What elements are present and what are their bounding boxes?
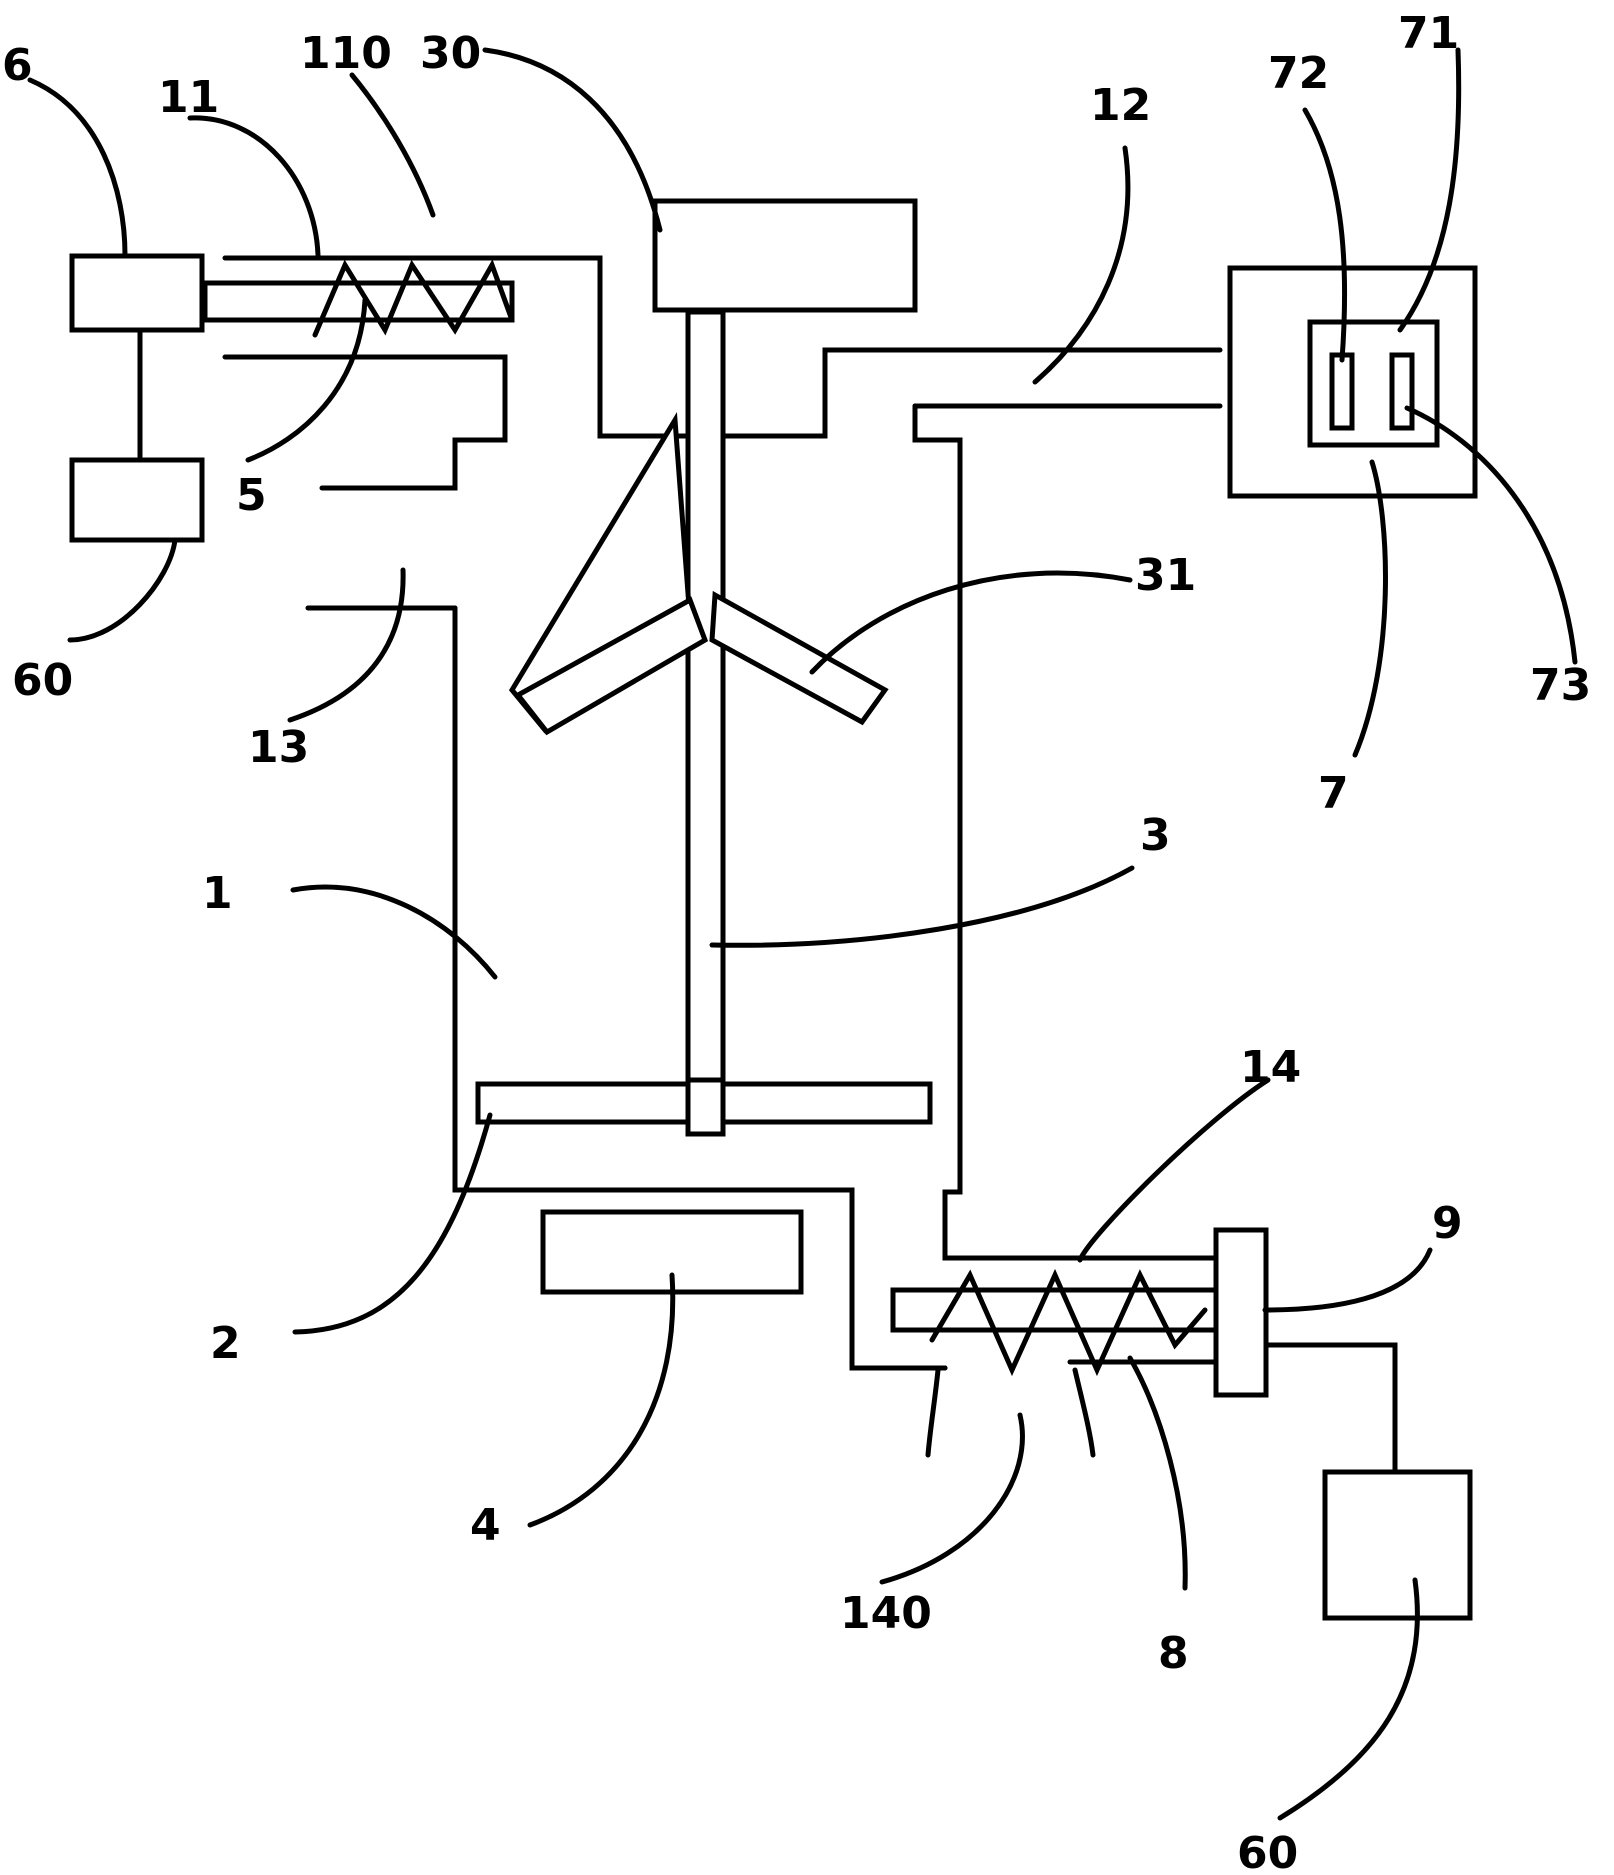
leader-11	[187, 115, 321, 258]
left-screw-conveyor	[202, 255, 515, 338]
element-72	[1329, 352, 1355, 431]
stirring-shaft	[685, 309, 726, 1137]
label-9: 9	[1432, 1198, 1463, 1249]
leader-3	[709, 865, 1135, 948]
label-7: 7	[1318, 768, 1349, 819]
right-stirring-blade	[709, 590, 889, 726]
leader-4	[527, 1272, 676, 1528]
left-control-box	[69, 457, 205, 543]
label-60a: 60	[12, 655, 73, 706]
leader-71	[1397, 47, 1462, 333]
leader-30	[482, 47, 663, 233]
label-11: 11	[158, 72, 219, 123]
leader-60b	[1277, 1577, 1420, 1821]
label-60b: 60	[1237, 1828, 1298, 1875]
leader-72	[1302, 107, 1348, 363]
label-30: 30	[420, 28, 481, 79]
right-motor-box	[1213, 1227, 1269, 1398]
outlet-mark-right	[1072, 1367, 1096, 1458]
labels: 6 11 110 30 12 72 71 5 60 13 31 73 7 1 3…	[2, 8, 1591, 1875]
label-1: 1	[202, 868, 233, 919]
leader-73	[1404, 405, 1578, 665]
leader-6	[27, 77, 128, 258]
left-blade-fill	[514, 596, 709, 736]
label-13: 13	[248, 722, 309, 773]
label-8: 8	[1158, 1628, 1189, 1679]
shaft-hub	[685, 1077, 726, 1137]
label-14: 14	[1240, 1042, 1301, 1093]
leader-1	[290, 884, 498, 980]
label-2: 2	[210, 1318, 241, 1369]
leader-60a	[67, 537, 178, 643]
leader-31	[809, 570, 1133, 675]
label-12: 12	[1090, 80, 1151, 131]
label-73: 73	[1530, 660, 1591, 711]
leader-140	[879, 1412, 1025, 1585]
leader-12	[1032, 145, 1131, 385]
leader-lines	[27, 47, 1578, 1821]
outlet-mark-left	[925, 1367, 941, 1458]
leader-110	[349, 72, 436, 218]
label-140: 140	[840, 1588, 932, 1639]
element-73	[1389, 352, 1415, 431]
leader-9	[1262, 1247, 1433, 1313]
label-72: 72	[1268, 48, 1329, 99]
inner-box-71	[1307, 319, 1440, 448]
label-6: 6	[2, 40, 33, 91]
left-motor-box	[69, 253, 205, 333]
right-screw-helix	[929, 1268, 1208, 1377]
leader-2	[292, 1112, 493, 1335]
leader-8	[1127, 1355, 1188, 1591]
label-4: 4	[470, 1500, 501, 1551]
right-control-box	[1322, 1469, 1473, 1621]
label-71: 71	[1398, 8, 1459, 59]
leader-5	[245, 297, 368, 463]
leader-7	[1352, 459, 1388, 758]
label-5: 5	[236, 470, 267, 521]
top-motor-box	[652, 198, 918, 313]
leader-14	[1077, 1077, 1271, 1263]
label-3: 3	[1140, 810, 1171, 861]
label-110: 110	[300, 28, 392, 79]
left-screw-helix	[312, 259, 515, 338]
leader-13	[287, 567, 406, 723]
right-screw-conveyor	[849, 1268, 1221, 1377]
label-31: 31	[1135, 550, 1196, 601]
